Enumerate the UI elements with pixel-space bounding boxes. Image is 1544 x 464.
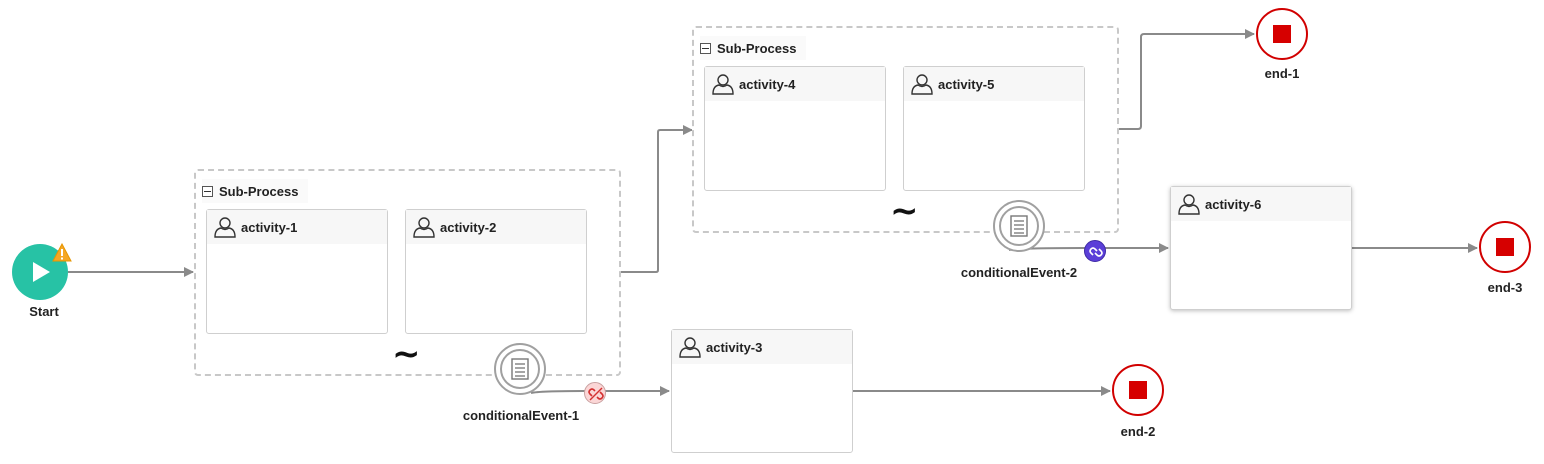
conditional-event-1-label: conditionalEvent-1 xyxy=(462,408,580,423)
warning-icon xyxy=(52,243,72,262)
conditional-event-1[interactable] xyxy=(494,343,546,395)
end-2-label: end-2 xyxy=(1120,424,1156,439)
subprocess-1-title: Sub-Process xyxy=(219,183,299,199)
conditional-event-2-inner-ring xyxy=(999,206,1039,246)
end-2-event[interactable] xyxy=(1112,364,1164,416)
user-icon xyxy=(679,337,701,358)
conditional-event-1-inner-ring xyxy=(500,349,540,389)
end-3-label: end-3 xyxy=(1487,280,1523,295)
stop-icon xyxy=(1129,381,1147,399)
document-icon xyxy=(1010,215,1028,237)
activity-6-header: activity-6 xyxy=(1171,187,1351,221)
activity-6[interactable]: activity-6 xyxy=(1170,186,1352,310)
end-1-event[interactable] xyxy=(1256,8,1308,60)
document-icon xyxy=(511,358,529,380)
link-icon[interactable] xyxy=(1084,240,1106,262)
collapse-toggle-icon[interactable] xyxy=(700,42,711,54)
play-icon xyxy=(33,262,50,282)
activity-2[interactable]: activity-2 xyxy=(405,209,587,334)
user-icon xyxy=(214,217,236,238)
user-icon xyxy=(712,74,734,95)
end-1-label: end-1 xyxy=(1264,66,1300,81)
conditional-event-2-label: conditionalEvent-2 xyxy=(960,265,1078,280)
activity-5-label: activity-5 xyxy=(938,76,995,92)
activity-5-header: activity-5 xyxy=(904,67,1084,101)
edge-subprocess-2-to-end-1[interactable] xyxy=(1119,29,1255,130)
user-icon xyxy=(413,217,435,238)
loop-marker-icon: ~ xyxy=(890,191,919,231)
activity-3-label: activity-3 xyxy=(706,339,763,355)
activity-6-label: activity-6 xyxy=(1205,196,1262,212)
activity-1[interactable]: activity-1 xyxy=(206,209,388,334)
collapse-toggle-icon[interactable] xyxy=(202,185,213,197)
activity-4[interactable]: activity-4 xyxy=(704,66,886,191)
activity-2-header: activity-2 xyxy=(406,210,586,244)
conditional-event-2[interactable] xyxy=(993,200,1045,252)
subprocess-2-header: Sub-Process xyxy=(700,36,807,60)
activity-1-header: activity-1 xyxy=(207,210,387,244)
broken-link-icon[interactable] xyxy=(584,382,606,404)
loop-marker-icon: ~ xyxy=(392,334,421,374)
subprocess-2-title: Sub-Process xyxy=(717,40,797,56)
activity-3[interactable]: activity-3 xyxy=(671,329,853,453)
edge-conditional-event-1-to-activity-3[interactable] xyxy=(530,386,670,396)
start-label: Start xyxy=(29,304,59,319)
activity-4-label: activity-4 xyxy=(739,76,796,92)
user-icon xyxy=(1178,194,1200,215)
user-icon xyxy=(911,74,933,95)
activity-3-header: activity-3 xyxy=(672,330,852,364)
subprocess-1-header: Sub-Process xyxy=(202,179,309,203)
stop-icon xyxy=(1496,238,1514,256)
activity-1-label: activity-1 xyxy=(241,219,298,235)
edge-subprocess-1-to-subprocess-2[interactable] xyxy=(621,125,693,273)
end-3-event[interactable] xyxy=(1479,221,1531,273)
activity-2-label: activity-2 xyxy=(440,219,497,235)
activity-4-header: activity-4 xyxy=(705,67,885,101)
stop-icon xyxy=(1273,25,1291,43)
activity-5[interactable]: activity-5 xyxy=(903,66,1085,191)
